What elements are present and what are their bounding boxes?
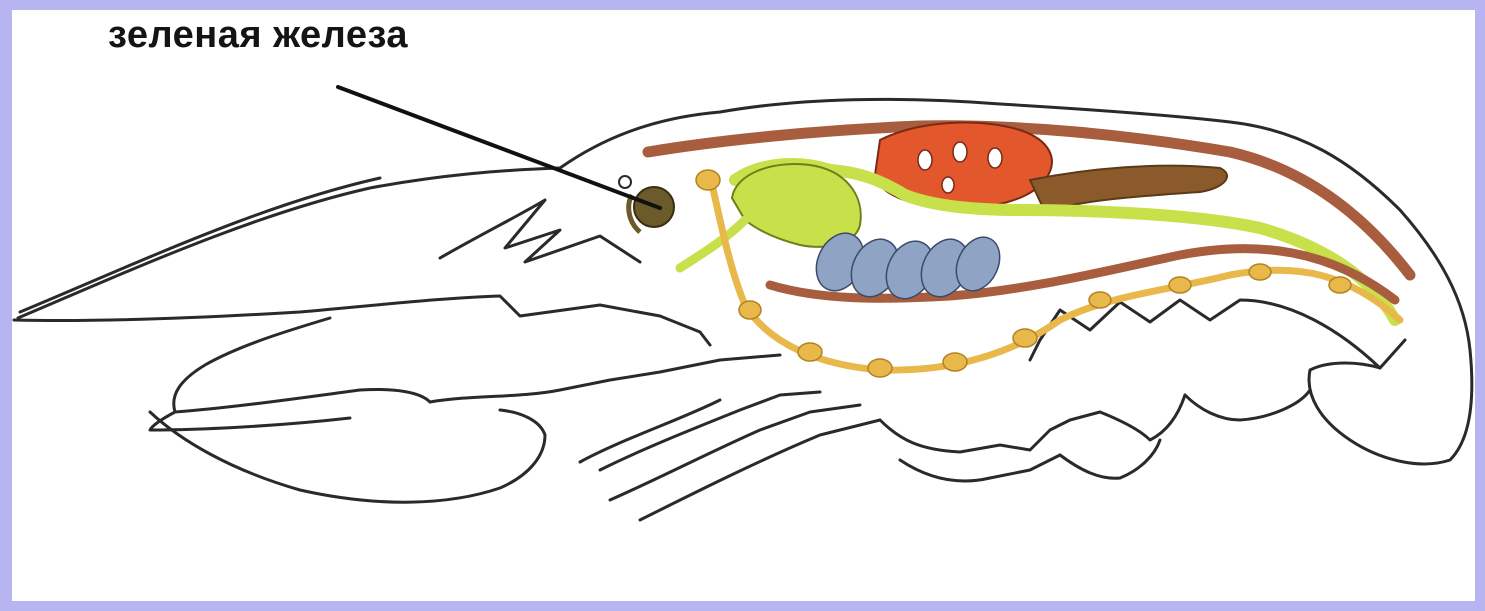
label-pointer-line — [338, 87, 660, 208]
green-gland-label: зеленая железа — [108, 14, 408, 57]
esophagus — [680, 220, 745, 268]
green-gland — [629, 187, 674, 232]
eye — [619, 176, 631, 188]
